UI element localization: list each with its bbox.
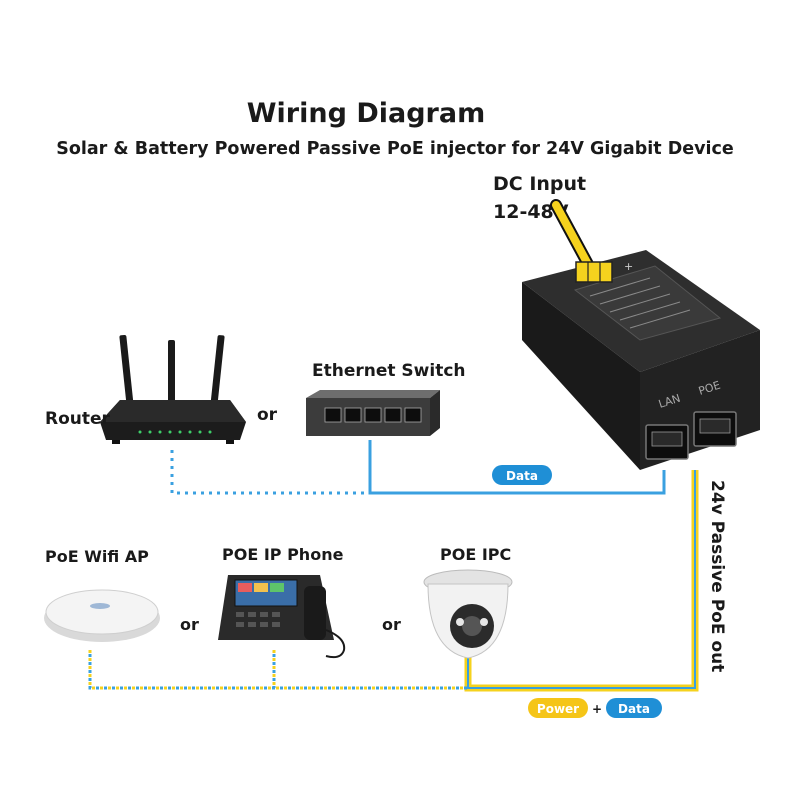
poe-ipc-label: POE IPC <box>440 545 511 564</box>
power-badge-label: Power <box>537 702 579 716</box>
poe-out-label: 24v Passive PoE out <box>707 480 727 672</box>
poe-injector: + LAN POE <box>522 250 760 470</box>
dc-input-label: DC Input <box>493 173 586 195</box>
poe-ip-phone-device <box>218 575 346 659</box>
poe-port <box>693 411 737 447</box>
page-title: Wiring Diagram <box>247 98 485 129</box>
poe-wifi-ap-device <box>44 589 160 642</box>
data-badge-bottom-label: Data <box>618 702 650 716</box>
switch-data-line <box>368 440 666 495</box>
or-connector-1: or <box>257 405 278 425</box>
svg-text:+: + <box>624 260 633 273</box>
ethernet-switch-device <box>306 390 440 436</box>
poe-wifi-ap-label: PoE Wifi AP <box>45 547 149 566</box>
power-badge: Power <box>528 698 588 718</box>
router-data-line <box>170 450 370 495</box>
dc-terminal-block <box>575 261 613 283</box>
ethernet-switch-label: Ethernet Switch <box>312 361 466 381</box>
router-label: Router <box>45 409 111 429</box>
or-connector-2: or <box>180 615 199 634</box>
lan-port <box>645 424 689 460</box>
poe-ipc-device <box>423 569 513 659</box>
data-badge-top-label: Data <box>506 469 538 483</box>
router-device <box>100 334 246 444</box>
ap-phone-dotted-line <box>88 650 468 690</box>
dc-input-voltage: 12-48V <box>493 201 569 223</box>
or-connector-3: or <box>382 615 401 634</box>
data-badge-top: Data <box>492 465 552 485</box>
poe-ip-phone-label: POE IP Phone <box>222 545 344 564</box>
page-subtitle: Solar & Battery Powered Passive PoE inje… <box>56 139 734 159</box>
poe-out-line <box>464 470 699 692</box>
plus-sign: + <box>592 702 602 716</box>
data-badge-bottom: Data <box>606 698 662 718</box>
dc-input-wire <box>550 199 596 274</box>
